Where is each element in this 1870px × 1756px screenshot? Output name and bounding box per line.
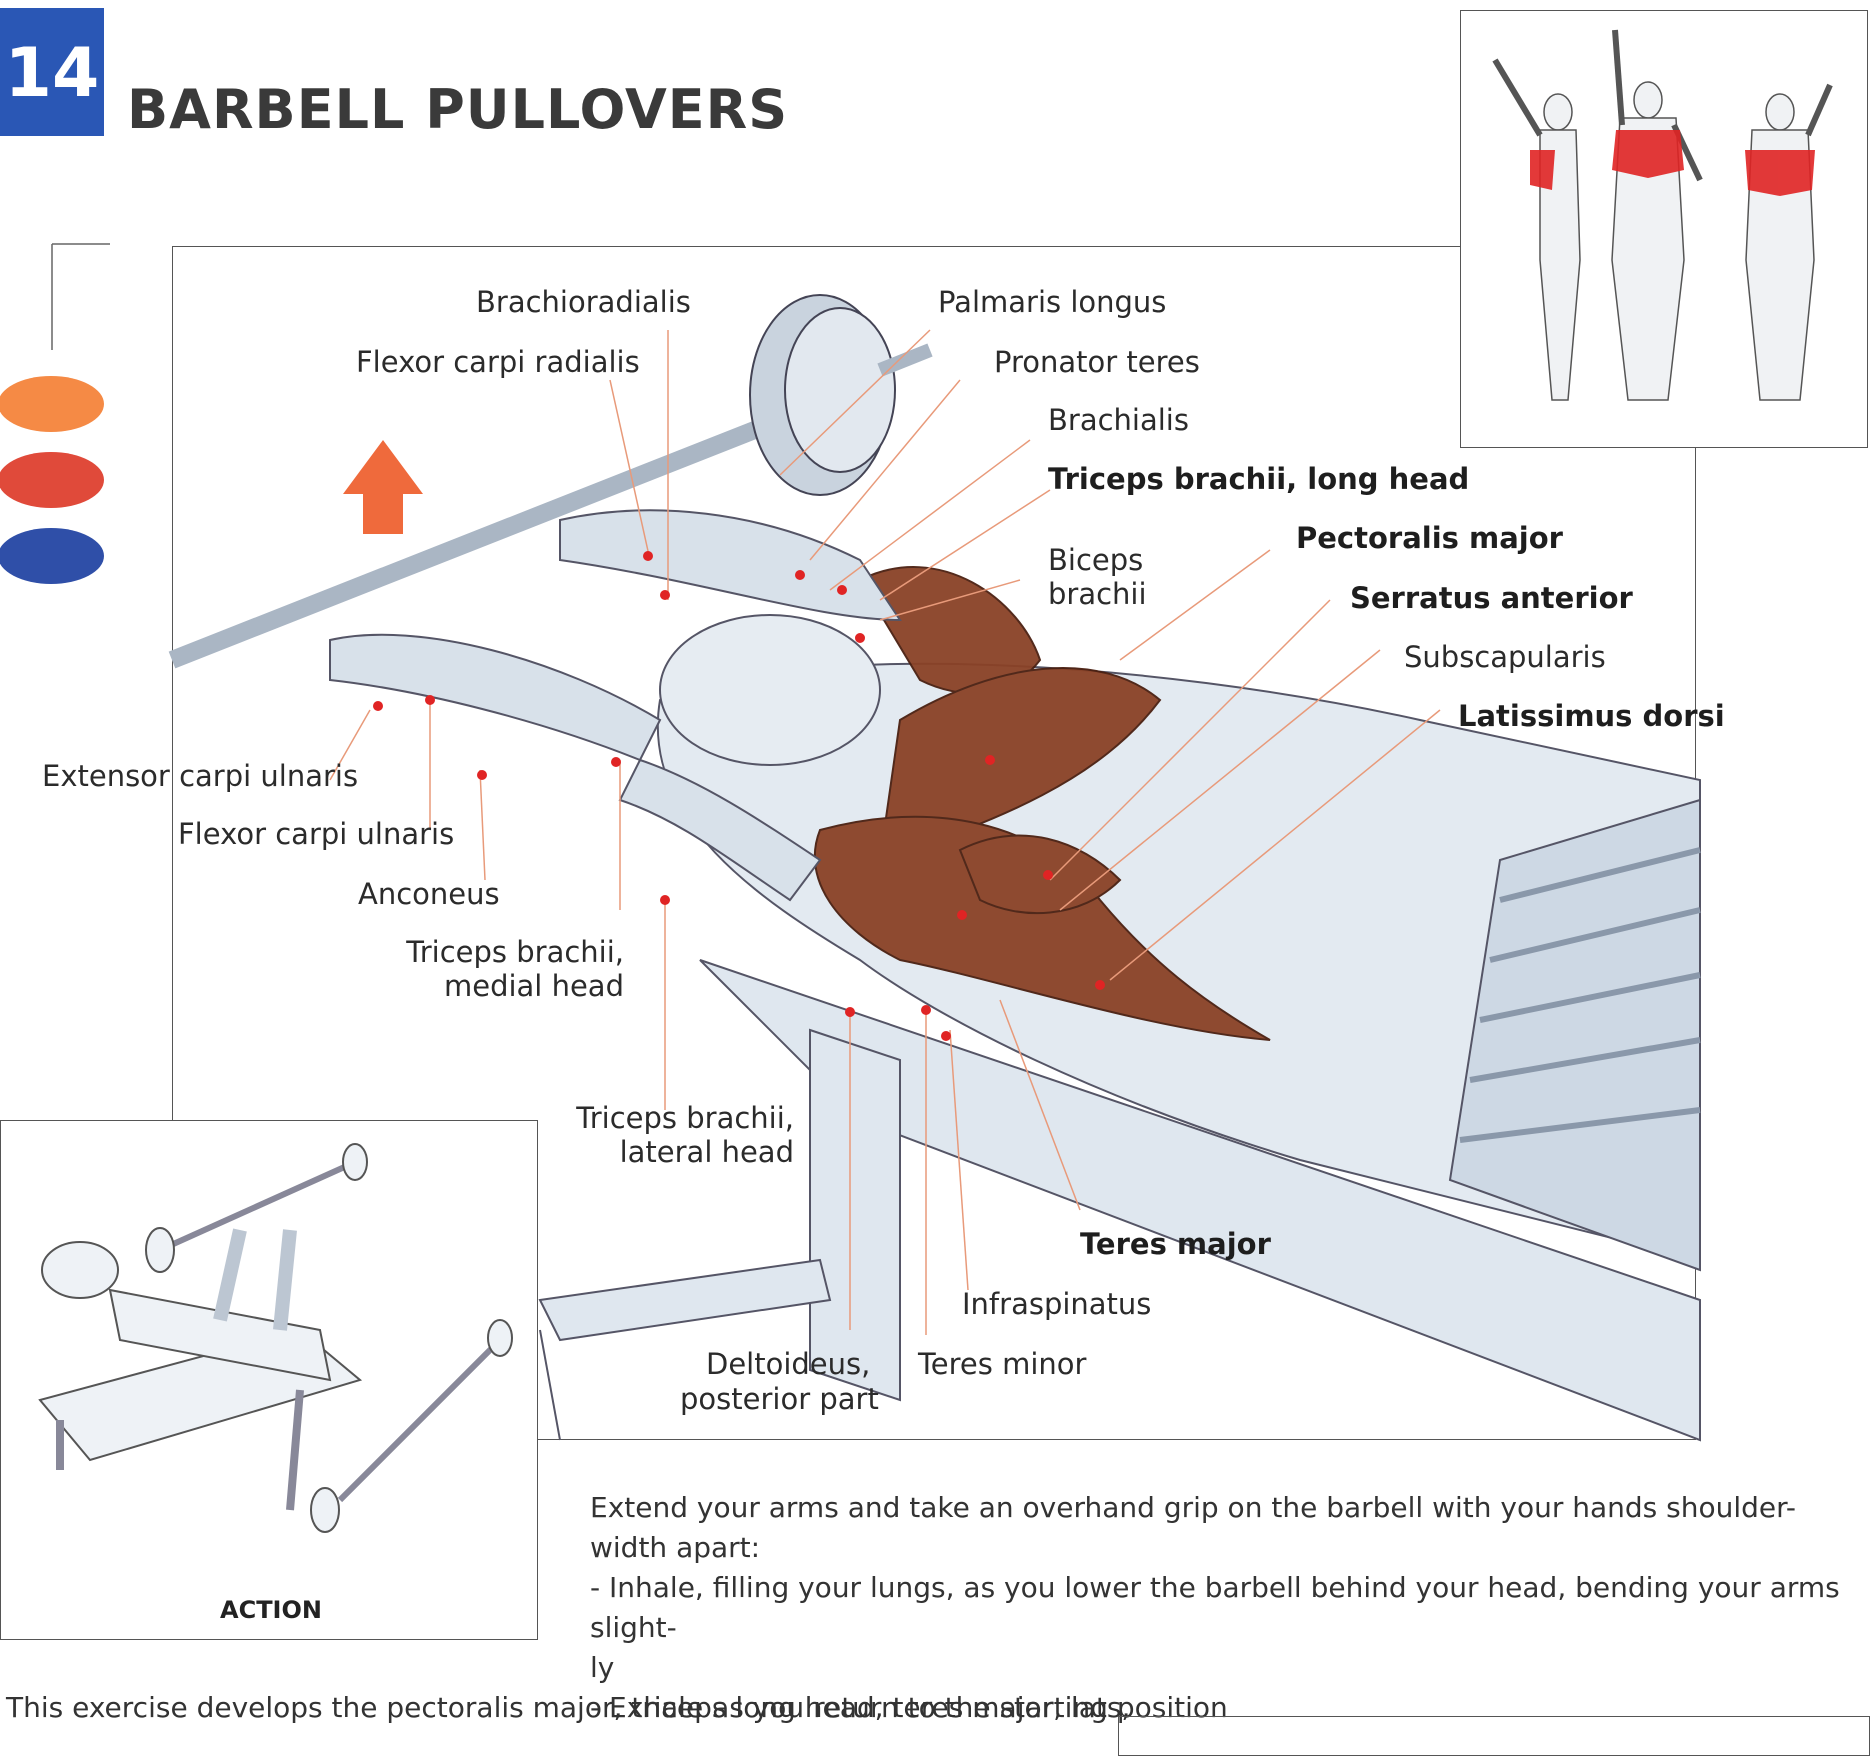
instruction-line-4: - Exhale as you return to the starting p… [590,1691,1228,1724]
label-triceps-lateral-line2: lateral head [619,1135,794,1169]
bench-shape [538,959,1701,1442]
label-brachialis: Brachialis [1048,403,1189,437]
page-title: BARBELL PULLOVERS [127,78,789,141]
label-pronator-teres: Pronator teres [994,345,1200,379]
action-caption: ACTION [220,1596,322,1624]
instruction-line-2: - Inhale, filling your lungs, as you low… [590,1571,1840,1644]
label-deltoideus-line2: posterior part [680,1382,879,1416]
label-triceps-lateral-line1: Triceps brachii, [576,1101,794,1135]
label-biceps-line1: Biceps [1048,543,1144,577]
label-teres-minor: Teres minor [918,1347,1087,1381]
label-anconeus: Anconeus [358,877,500,911]
label-deltoideus-line1: Deltoideus, [706,1347,871,1381]
leader-lines [329,329,1441,1335]
exercise-number-badge: 14 [0,8,104,136]
barbell-shape [168,294,933,669]
description-text: This exercise develops the pectoralis ma… [6,1691,1131,1724]
label-biceps-line2: brachii [1048,577,1147,611]
bottom-info-box [1118,1716,1870,1756]
label-serratus-anterior: Serratus anterior [1350,581,1633,615]
legend-dot-blue [0,528,104,584]
instructions-text: Extend your arms and take an overhand gr… [590,1488,1870,1728]
label-flexor-carpi-ulnaris: Flexor carpi ulnaris [178,817,455,851]
label-pectoralis-major: Pectoralis major [1296,521,1563,555]
label-latissimus-dorsi: Latissimus dorsi [1458,699,1725,733]
label-teres-major: Teres major [1080,1227,1271,1261]
label-flexor-carpi-radialis: Flexor carpi radialis [356,345,640,379]
label-subscapularis: Subscapularis [1404,640,1606,674]
label-brachioradialis: Brachioradialis [476,285,691,319]
muscle-highlight-dots [373,551,1105,1041]
head-shape [659,614,881,766]
label-triceps-medial-line2: medial head [443,969,624,1003]
label-triceps-medial-line1: Triceps brachii, [406,935,624,969]
instruction-line-3: ly [590,1651,615,1684]
label-triceps-long-head: Triceps brachii, long head [1048,462,1470,496]
muscle-shapes [813,566,1271,1041]
direction-arrow-icon [343,440,423,534]
label-extensor-carpi-ulnaris: Extensor carpi ulnaris [42,759,359,793]
label-palmaris-longus: Palmaris longus [938,285,1167,319]
label-infraspinatus: Infraspinatus [962,1287,1152,1321]
legend-dot-red [0,452,104,508]
legend-dot-orange [0,376,104,432]
instruction-line-1: Extend your arms and take an overhand gr… [590,1491,1796,1564]
